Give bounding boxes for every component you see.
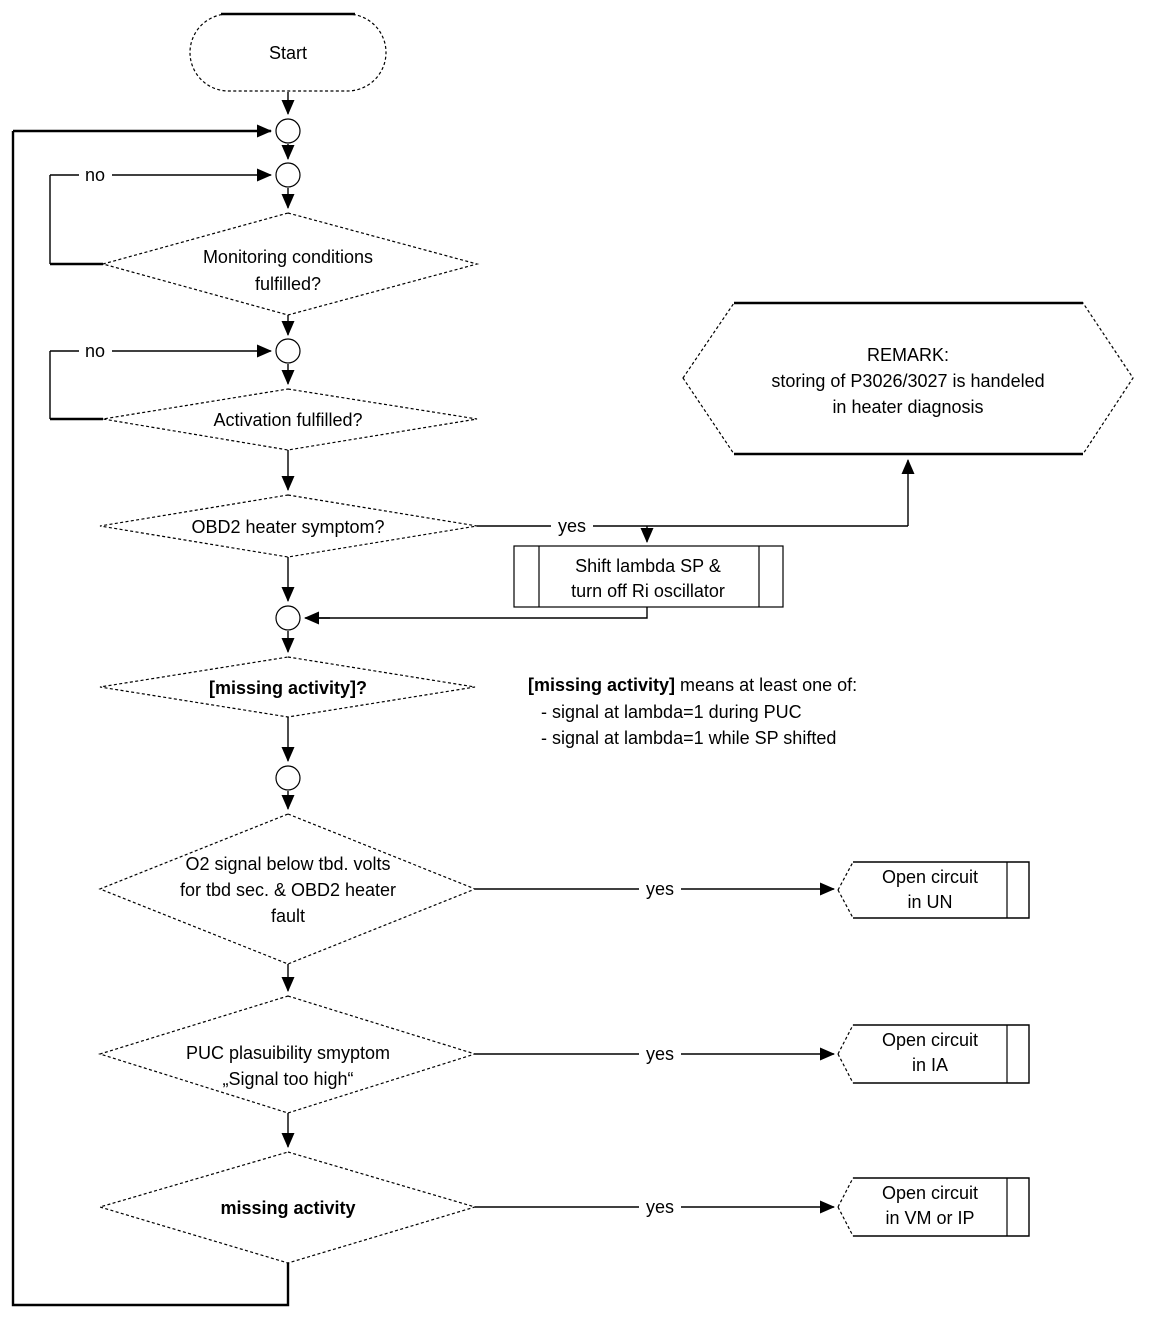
annotation-item2: - signal at lambda=1 while SP shifted [541, 728, 836, 748]
edge-label-no2-text: no [85, 341, 105, 361]
junction-circle-1 [275, 118, 301, 144]
decision-obd2-label: OBD2 heater symptom? [191, 517, 384, 537]
output-vm-line2: in VM or IP [885, 1208, 974, 1228]
decision-monitoring-line1: Monitoring conditions [203, 247, 373, 267]
decision-puc-plausibility [97, 995, 478, 1114]
edge-label-yes-missing-text: yes [646, 1197, 674, 1217]
decision-o2low-line2: for tbd sec. & OBD2 heater [180, 880, 396, 900]
decision-monitoring-line2: fulfilled? [255, 274, 321, 294]
edge-label-yes-obd2: yes [551, 516, 593, 536]
remark-line1: REMARK: [867, 345, 949, 365]
process-shift-lambda [513, 545, 784, 608]
decision-puc-line2: „Signal too high“ [222, 1069, 353, 1089]
annotation-title-rest: means at least one of: [675, 675, 857, 695]
decision-o2low-line3: fault [271, 906, 305, 926]
process-shift-line1: Shift lambda SP & [575, 556, 721, 576]
output-ia-line1: Open circuit [882, 1030, 978, 1050]
edge-label-yes-puc: yes [639, 1044, 681, 1064]
output-un-line2: in UN [907, 892, 952, 912]
decision-puc-line1: PUC plasuibility smyptom [186, 1043, 390, 1063]
remark-line3: in heater diagnosis [832, 397, 983, 417]
edge-label-no1-text: no [85, 165, 105, 185]
decision-obd2-heater-symptom [99, 494, 478, 558]
annotation-title: [missing activity] means at least one of… [528, 675, 857, 695]
output-vm-line1: Open circuit [882, 1183, 978, 1203]
edge-label-no-1: no [79, 165, 112, 185]
annotation-item1: - signal at lambda=1 during PUC [541, 702, 802, 722]
decision-o2low-line1: O2 signal below tbd. volts [185, 854, 390, 874]
edge-label-no-2: no [79, 341, 112, 361]
junction-circle-3 [275, 338, 301, 364]
edge-label-yes-obd2-text: yes [558, 516, 586, 536]
output-ia-line2: in IA [912, 1055, 948, 1075]
remark-callout [682, 302, 1134, 455]
feedback-loop-line [11, 131, 290, 1307]
output-open-circuit-vm-ip: Open circuit in VM or IP [837, 1177, 1030, 1237]
edge-label-yes-o2: yes [639, 879, 681, 899]
edge-label-yes-puc-text: yes [646, 1044, 674, 1064]
decision-missing-check-label: [missing activity]? [209, 678, 367, 698]
output-open-circuit-ia: Open circuit in IA [837, 1024, 1030, 1084]
decision-activation [102, 388, 478, 451]
decision-activation-label: Activation fulfilled? [213, 410, 362, 430]
decision-missing-label: missing activity [220, 1198, 355, 1218]
output-open-circuit-un: Open circuit in UN [837, 861, 1030, 919]
junction-circle-2 [275, 162, 301, 188]
remark-line2: storing of P3026/3027 is handeled [771, 371, 1044, 391]
start-label: Start [269, 43, 307, 63]
process-shift-line2: turn off Ri oscillator [571, 581, 725, 601]
edge-label-yes-o2-text: yes [646, 879, 674, 899]
annotation-title-bold: [missing activity] [528, 675, 675, 695]
junction-circle-4 [275, 605, 301, 631]
output-un-line1: Open circuit [882, 867, 978, 887]
decision-missing-activity [97, 1151, 478, 1264]
decision-missing-activity-check [99, 656, 476, 718]
edge-label-yes-missing: yes [639, 1197, 681, 1217]
decision-o2-signal-low [98, 813, 477, 965]
decision-monitoring-conditions [100, 212, 480, 316]
junction-circle-5 [275, 765, 301, 791]
edge-process-to-junction4-line [306, 607, 648, 619]
